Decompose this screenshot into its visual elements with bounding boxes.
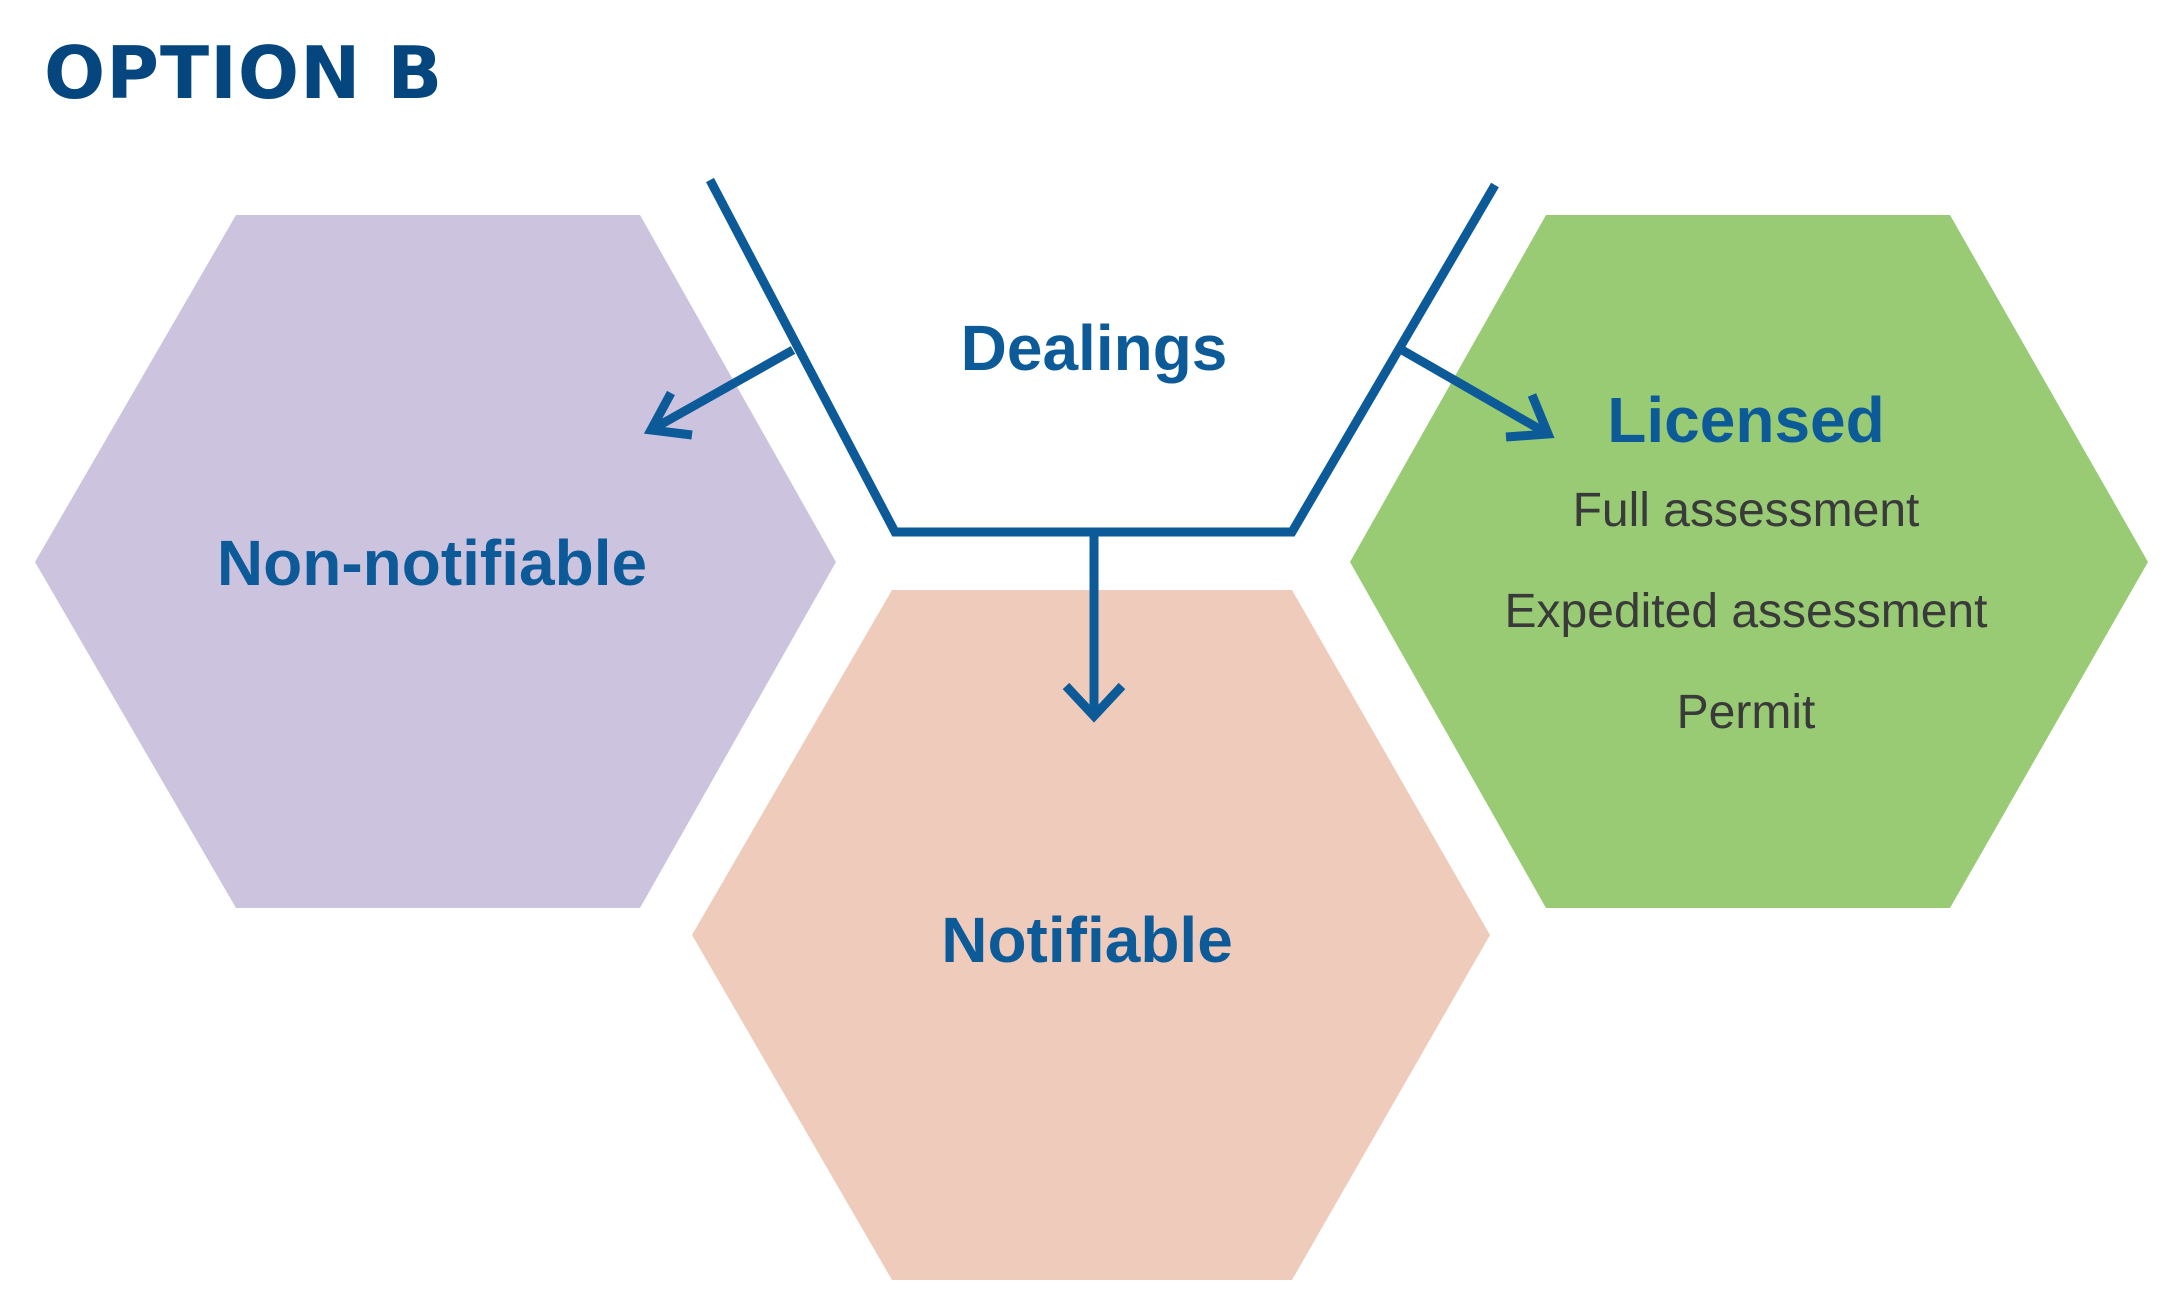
arrow-to-non-notifiable-head — [643, 390, 693, 440]
licensed-label: Licensed — [1607, 384, 1884, 456]
non-notifiable-hexagon — [35, 215, 836, 908]
licensed-item-expedited-assessment: Expedited assessment — [1505, 585, 1988, 638]
notifiable-label: Notifiable — [941, 904, 1233, 976]
diagram-title: OPTION B — [44, 31, 443, 115]
licensed-item-full-assessment: Full assessment — [1573, 484, 1920, 537]
licensed-item-permit: Permit — [1677, 686, 1816, 739]
arrow-to-licensed-shaft — [1399, 346, 1551, 438]
arrow-to-non-notifiable-shaft — [648, 346, 796, 434]
arrow-to-licensed-head — [1505, 393, 1555, 442]
licensed-hexagon — [1350, 215, 2148, 908]
arrow-to-notifiable-head — [1062, 682, 1126, 723]
notifiable-hexagon — [692, 590, 1490, 1280]
dealings-label: Dealings — [961, 312, 1228, 384]
non-notifiable-label: Non-notifiable — [217, 527, 647, 599]
